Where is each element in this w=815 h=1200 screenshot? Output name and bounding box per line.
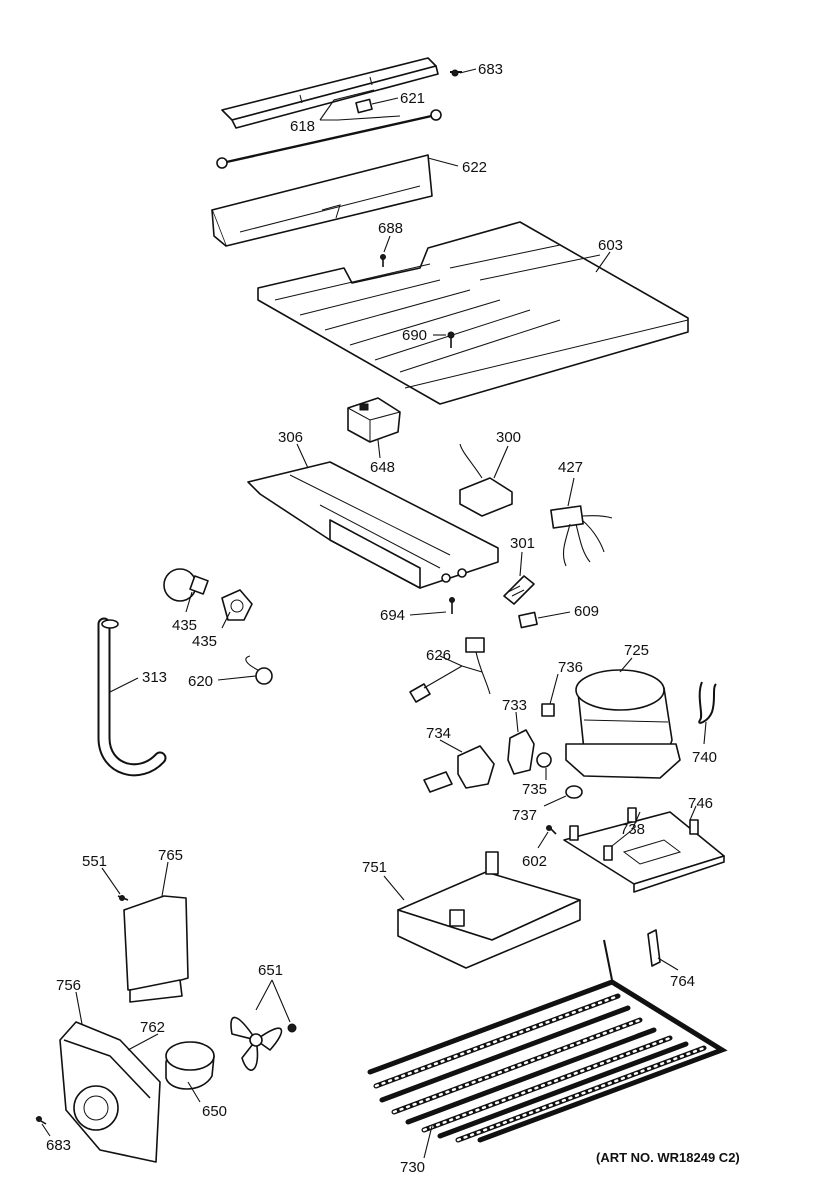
light-shield-part [211, 154, 433, 247]
screw-683-top [450, 69, 462, 77]
clip-736-part [541, 703, 555, 717]
relay-734-part [423, 745, 495, 793]
callout-690: 690 [402, 327, 427, 344]
callout-683-bottom: 683 [46, 1137, 71, 1154]
shelf-603-part [257, 221, 689, 405]
screw-602 [546, 825, 557, 835]
condenser-730-part [367, 939, 728, 1143]
callout-648: 648 [370, 459, 395, 476]
relay-733-part [507, 729, 535, 775]
overload-626-part [409, 637, 491, 703]
screw-690 [447, 331, 455, 348]
callout-734: 734 [426, 725, 451, 742]
callout-737: 737 [512, 807, 537, 824]
clip-764-part [647, 929, 661, 967]
thermostat-300-part [459, 443, 513, 517]
grommet-737-part [565, 785, 583, 799]
harness-427-part [550, 505, 613, 567]
callout-551: 551 [82, 853, 107, 870]
callout-746: 746 [688, 795, 713, 812]
bracket-756-part [59, 1021, 161, 1163]
callout-688: 688 [378, 220, 403, 237]
callout-602: 602 [522, 853, 547, 870]
leader-lines [41, 68, 707, 1159]
callout-435-bulb: 435 [172, 617, 197, 634]
callout-301: 301 [510, 535, 535, 552]
callout-765: 765 [158, 847, 183, 864]
callout-650: 650 [202, 1103, 227, 1120]
fan-motor-650-part [165, 1041, 215, 1090]
screw-683-bottom [35, 1116, 47, 1125]
rod-part [216, 109, 442, 169]
callout-435-socket: 435 [192, 633, 217, 650]
callout-620: 620 [188, 673, 213, 690]
screw-688 [380, 254, 386, 267]
callout-762: 762 [140, 1019, 165, 1036]
shroud-765-part [123, 895, 189, 1003]
compressor-725-part [565, 669, 681, 779]
callout-740: 740 [692, 749, 717, 766]
housing-306-part [247, 461, 499, 589]
callout-735: 735 [522, 781, 547, 798]
callout-427: 427 [558, 459, 583, 476]
bulb-435-part [163, 568, 209, 602]
base-plate-746-part [563, 807, 725, 893]
callout-756: 756 [56, 977, 81, 994]
callout-603: 603 [598, 237, 623, 254]
callout-306: 306 [278, 429, 303, 446]
callout-751: 751 [362, 859, 387, 876]
knob-620-part [245, 655, 273, 685]
callout-618: 618 [290, 118, 315, 135]
screw-551 [117, 895, 129, 901]
callout-738: 738 [620, 821, 645, 838]
callout-626: 626 [426, 647, 451, 664]
callout-694: 694 [380, 607, 405, 624]
clip-740-part [698, 681, 717, 724]
callout-651: 651 [258, 962, 283, 979]
trim-channel-part [221, 57, 439, 129]
callout-683-top: 683 [478, 61, 503, 78]
cap-735-part [536, 752, 552, 768]
control-648-part [347, 397, 401, 443]
socket-435-part [221, 589, 253, 621]
callout-621: 621 [400, 90, 425, 107]
callout-764: 764 [670, 973, 695, 990]
callout-730: 730 [400, 1159, 425, 1176]
capacitor-301-part [503, 575, 535, 605]
clip-609-part [518, 611, 538, 629]
callout-736: 736 [558, 659, 583, 676]
fan-blade-651-part [230, 1016, 297, 1071]
screw-694 [449, 597, 455, 614]
callout-609: 609 [574, 603, 599, 620]
callout-300: 300 [496, 429, 521, 446]
drain-tube-313-part [97, 617, 167, 777]
callout-313: 313 [142, 669, 167, 686]
callout-622: 622 [462, 159, 487, 176]
art-number: (ART NO. WR18249 C2) [596, 1150, 740, 1165]
callout-733: 733 [502, 697, 527, 714]
drain-pan-751-part [397, 851, 581, 969]
callout-725: 725 [624, 642, 649, 659]
